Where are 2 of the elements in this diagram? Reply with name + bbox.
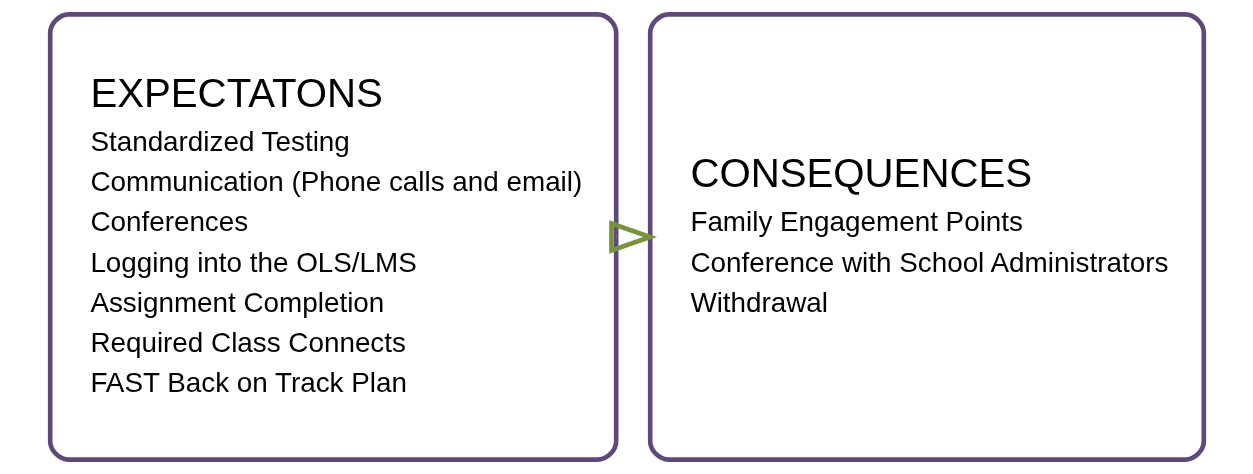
arrow <box>608 220 657 254</box>
node-box: CONSEQUENCES Family Engagement Points Conference with School Administrators Withdrawal <box>647 12 1206 462</box>
